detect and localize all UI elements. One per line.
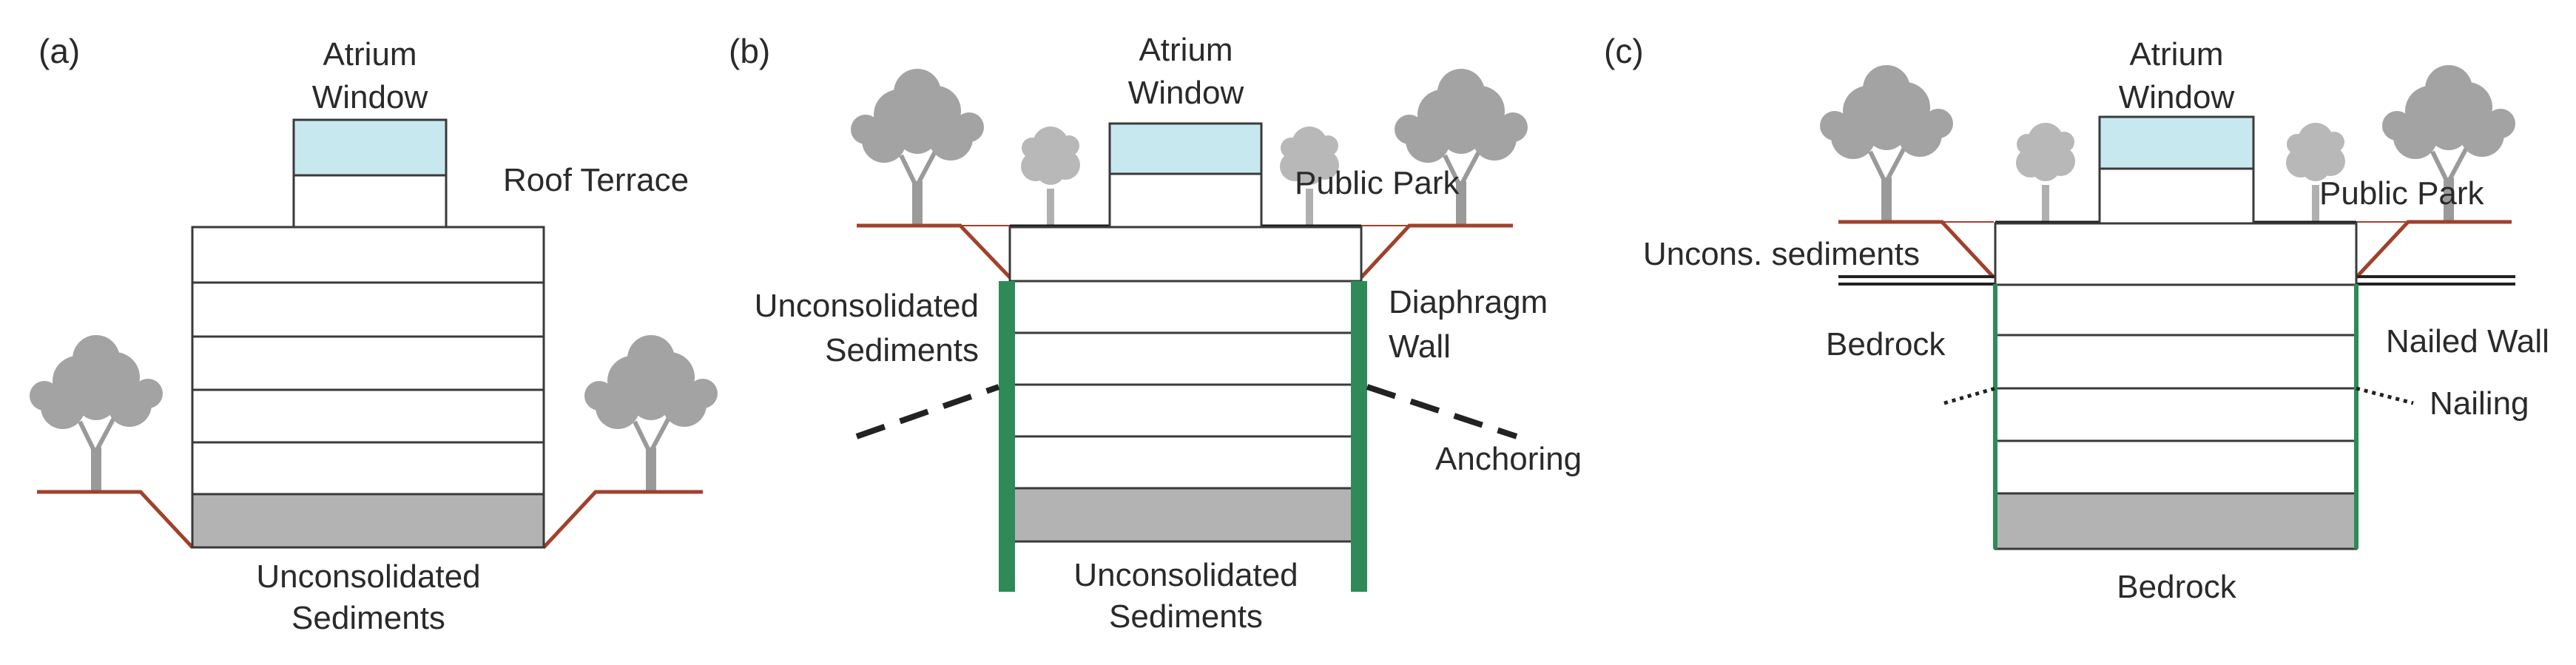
building-c: [1994, 222, 2358, 495]
panel-a-label: (a): [38, 32, 80, 70]
atrium-window-c: [2098, 115, 2255, 170]
ground-surface-c: [1838, 220, 2512, 279]
atrium-base-c: [2098, 167, 2255, 225]
roof-terrace-label: Roof Terrace: [503, 162, 689, 198]
atrium-label-a-2: Window: [312, 79, 428, 115]
panel-c: (c): [1604, 32, 2549, 605]
atrium-label-c-2: Window: [2119, 79, 2235, 115]
ground-surface-a: [37, 490, 703, 549]
tree-left-b: [851, 69, 984, 226]
anchor-right: [1366, 384, 1518, 439]
tree-right-b: [1395, 69, 1528, 226]
panel-b-label: (b): [729, 32, 770, 70]
public-park-label-b: Public Park: [1295, 165, 1460, 201]
atrium-window-a: [292, 118, 448, 177]
ground-surface-b: [857, 223, 1513, 279]
anchoring-label: Anchoring: [1435, 441, 1582, 477]
uncons-sediments-label: Uncons. sediments: [1643, 236, 1920, 272]
sediments-left-label-b-2: Sediments: [825, 332, 979, 368]
tree-left-a: [30, 335, 163, 492]
sediments-label-b-1: Unconsolidated: [1073, 557, 1298, 593]
tree-right-a: [584, 335, 718, 492]
sediments-label-a-1: Unconsolidated: [256, 558, 480, 595]
panel-a: (a) Atrium Window Roof Terrace Unconsoli…: [30, 32, 718, 636]
atrium-label-b-2: Window: [1128, 75, 1244, 111]
basement-a: [191, 493, 545, 549]
panel-b: (b) Atrium: [729, 32, 1582, 635]
bedrock-bottom-label: Bedrock: [2117, 569, 2236, 605]
tree-small-left-b: [1021, 126, 1080, 226]
nailing-left: [1943, 386, 1996, 405]
diaphragm-wall-label-2: Wall: [1389, 328, 1451, 365]
bedrock-left-label: Bedrock: [1826, 326, 1946, 362]
panel-c-label: (c): [1604, 32, 1644, 70]
atrium-label-a-1: Atrium: [323, 36, 417, 72]
diaphragm-wall-right: [1351, 281, 1367, 592]
atrium-label-c-1: Atrium: [2129, 36, 2223, 72]
atrium-label-b-1: Atrium: [1139, 32, 1233, 68]
atrium-window-b: [1108, 122, 1263, 175]
diaphragm-wall-label-1: Diaphragm: [1389, 284, 1548, 320]
public-park-label-c: Public Park: [2319, 175, 2485, 212]
anchor-left: [855, 384, 1000, 439]
sediment-bedrock-boundary: [1838, 275, 2515, 286]
basement-c: [1994, 492, 2358, 550]
nailing-label: Nailing: [2430, 385, 2529, 422]
tree-small-left-c: [2016, 123, 2075, 222]
atrium-base-b: [1108, 172, 1263, 229]
building-a: [191, 226, 545, 496]
sediments-label-a-2: Sediments: [291, 600, 445, 636]
sediments-left-label-b-1: Unconsolidated: [755, 288, 979, 324]
basement-b: [1008, 487, 1363, 543]
nailing-right: [2356, 386, 2414, 405]
building-b: [1008, 226, 1363, 490]
atrium-base-a: [292, 174, 448, 229]
nailed-wall-label: Nailed Wall: [2386, 323, 2549, 359]
tree-left-c: [1820, 65, 1953, 222]
diaphragm-wall-left: [999, 281, 1015, 592]
sediments-label-b-2: Sediments: [1109, 598, 1263, 635]
